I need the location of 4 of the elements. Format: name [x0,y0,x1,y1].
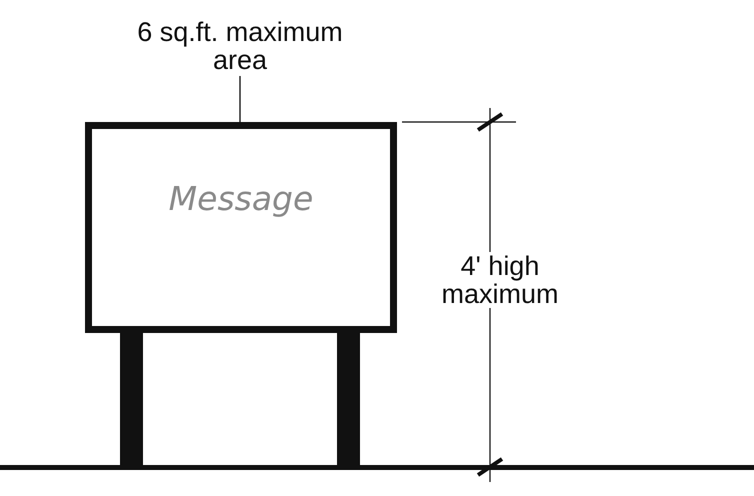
message-text: Message [168,179,314,218]
leader-line [239,76,241,122]
area-note: 6 sq.ft. maximum area [130,18,350,76]
sign-board [85,122,397,333]
